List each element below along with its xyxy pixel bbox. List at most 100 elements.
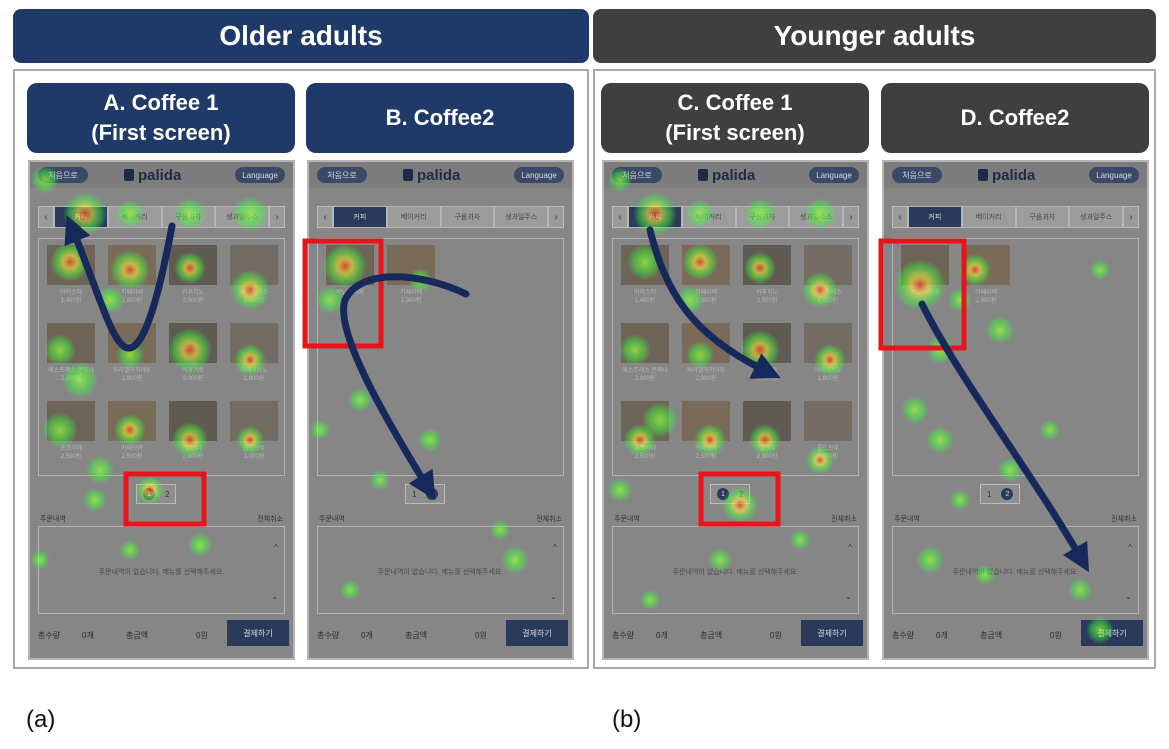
tab-next-button[interactable]: › bbox=[548, 206, 564, 228]
tab-next-button[interactable]: › bbox=[269, 206, 285, 228]
pay-button[interactable]: 결제하기 bbox=[801, 620, 863, 646]
menu-item-price: 2,900원 bbox=[121, 376, 143, 382]
page-2-button[interactable]: 2 bbox=[1001, 488, 1014, 500]
menu-item-price: 1,800원 bbox=[243, 376, 265, 382]
tab-4[interactable]: 생과일주스 bbox=[494, 206, 548, 228]
tab-3[interactable]: 구움과자 bbox=[440, 206, 495, 228]
menu-item[interactable]: 바닐라라떼 bbox=[322, 243, 378, 319]
home-button[interactable]: 처음으로 bbox=[892, 167, 942, 183]
tab-4[interactable]: 생과일주스 bbox=[215, 206, 269, 228]
menu-item-image bbox=[169, 245, 217, 285]
menu-item[interactable]: 바닐라라떼 bbox=[897, 243, 953, 319]
scroll-down-icon[interactable]: ⌄ bbox=[550, 592, 557, 601]
pay-button[interactable]: 결제하기 bbox=[1081, 620, 1143, 646]
clear-all-button[interactable]: 전체취소 bbox=[536, 516, 562, 523]
tab-prev-button[interactable]: ‹ bbox=[612, 206, 628, 228]
pay-button[interactable]: 결제하기 bbox=[506, 620, 568, 646]
language-button[interactable]: Language bbox=[809, 167, 859, 183]
scroll-up-icon[interactable]: ^ bbox=[848, 543, 852, 552]
language-button[interactable]: Language bbox=[514, 167, 564, 183]
order-list: 주문내역이 없습니다. 메뉴를 선택해주세요.^⌄ bbox=[612, 526, 859, 614]
tab-2[interactable]: 베이커리 bbox=[961, 206, 1016, 228]
menu-item-price: 2,000원 bbox=[60, 376, 82, 382]
tab-4[interactable]: 생과일주스 bbox=[1069, 206, 1123, 228]
language-button[interactable]: Language bbox=[235, 167, 285, 183]
clear-all-button[interactable]: 전체취소 bbox=[257, 516, 283, 523]
tab-2[interactable]: 베이커리 bbox=[386, 206, 441, 228]
tab-3[interactable]: 구움과자 bbox=[1015, 206, 1070, 228]
menu-item-image bbox=[387, 245, 435, 285]
tab-1[interactable]: 커피 bbox=[54, 206, 108, 228]
tab-prev-button[interactable]: ‹ bbox=[317, 206, 333, 228]
menu-item-image bbox=[743, 401, 791, 441]
pay-button[interactable]: 결제하기 bbox=[227, 620, 289, 646]
tab-prev-button[interactable]: ‹ bbox=[38, 206, 54, 228]
tab-prev-button[interactable]: ‹ bbox=[892, 206, 908, 228]
tab-3[interactable]: 구움과자 bbox=[161, 206, 216, 228]
page-2-button[interactable]: 2 bbox=[165, 489, 170, 499]
tab-1[interactable]: 커피 bbox=[908, 206, 962, 228]
page-2-button[interactable]: 2 bbox=[426, 488, 439, 500]
tab-2[interactable]: 베이커리 bbox=[107, 206, 162, 228]
page-1-button[interactable]: 1 bbox=[987, 489, 992, 499]
scroll-up-icon[interactable]: ^ bbox=[274, 543, 278, 552]
tab-1[interactable]: 커피 bbox=[333, 206, 387, 228]
clear-all-button[interactable]: 전체취소 bbox=[1111, 516, 1137, 523]
home-button[interactable]: 처음으로 bbox=[38, 167, 88, 183]
scroll-up-icon[interactable]: ^ bbox=[1128, 543, 1132, 552]
tab-next-button[interactable]: › bbox=[843, 206, 859, 228]
scroll-down-icon[interactable]: ⌄ bbox=[271, 592, 278, 601]
page-1-button[interactable]: 1 bbox=[143, 488, 155, 500]
scroll-down-icon[interactable]: ⌄ bbox=[845, 592, 852, 601]
home-button[interactable]: 처음으로 bbox=[317, 167, 367, 183]
menu-item-name: 아포가토 bbox=[755, 368, 779, 374]
page-1-button[interactable]: 1 bbox=[412, 489, 417, 499]
scroll-down-icon[interactable]: ⌄ bbox=[1125, 592, 1132, 601]
page-1-button[interactable]: 1 bbox=[717, 488, 729, 500]
language-button[interactable]: Language bbox=[1089, 167, 1139, 183]
tab-next-button[interactable]: › bbox=[1123, 206, 1139, 228]
home-button[interactable]: 처음으로 bbox=[612, 167, 662, 183]
clear-all-button[interactable]: 전체취소 bbox=[831, 516, 857, 523]
tab-1[interactable]: 커피 bbox=[628, 206, 682, 228]
tab-3[interactable]: 구움과자 bbox=[735, 206, 790, 228]
menu-item-price: 1,400원 bbox=[60, 298, 82, 304]
scroll-up-icon[interactable]: ^ bbox=[553, 543, 557, 552]
page-2-button[interactable]: 2 bbox=[739, 489, 744, 499]
tab-2[interactable]: 베이커리 bbox=[681, 206, 736, 228]
tab-4[interactable]: 생과일주스 bbox=[789, 206, 843, 228]
